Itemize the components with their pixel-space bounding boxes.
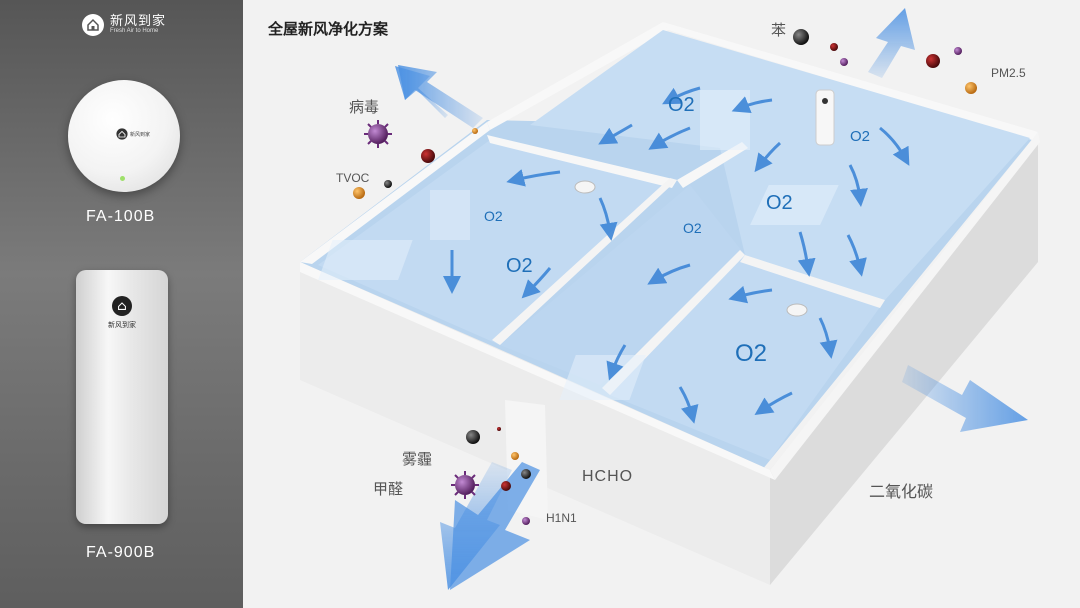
label-smog: 雾霾	[402, 450, 433, 468]
airflow-arrows	[443, 86, 910, 424]
house-icon	[82, 14, 104, 36]
cabinet-purifier-icon	[815, 89, 835, 146]
wall-top-back	[663, 22, 1038, 140]
exhaust-arrow	[902, 365, 1028, 432]
ceiling-unit-image: 新风到家	[68, 80, 180, 192]
particle-icon	[472, 128, 478, 134]
wall-top-left	[300, 122, 490, 264]
virus-icon	[364, 120, 392, 148]
particle-icon	[830, 43, 838, 51]
label-h1n1: H1N1	[546, 511, 577, 525]
wall-top-right	[770, 132, 1040, 480]
oxygen-label: O2	[484, 208, 503, 224]
bedroom-front	[610, 255, 885, 460]
oxygen-label: O2	[506, 255, 533, 277]
model-label-fa900b: FA-900B	[86, 544, 156, 561]
device-brand-label: 新风到家	[130, 131, 151, 138]
device-brand-label: 新风到家	[108, 321, 136, 329]
label-co2: 二氧化碳	[869, 482, 934, 501]
model-label-fa100b: FA-100B	[86, 208, 156, 225]
pollutant-particles	[353, 29, 977, 491]
living-room	[530, 30, 1030, 300]
particle-icon	[521, 469, 531, 479]
front-wall-right	[770, 135, 1038, 585]
particle-icon	[926, 54, 940, 68]
hallway	[500, 185, 745, 385]
partition-wall	[677, 142, 748, 188]
oxygen-label: O2	[850, 128, 871, 145]
particle-icon	[497, 427, 501, 431]
oxygen-label: O2	[735, 340, 768, 367]
oxygen-label: O2	[766, 192, 793, 214]
brand-name: 新风到家	[110, 14, 167, 29]
furniture	[318, 90, 839, 400]
wall-top-back-left	[487, 22, 668, 130]
product-sidebar: 新风到家 Fresh Air to Home 新风到家 FA-100B 新风到家…	[0, 0, 243, 608]
ceiling-unit-icon	[786, 303, 808, 317]
label-pm25: PM2.5	[991, 66, 1026, 80]
brand-tagline: Fresh Air to Home	[110, 28, 159, 34]
ceiling-unit-icon	[574, 180, 596, 194]
smog-particle-icon	[466, 430, 480, 444]
intake-arrow	[440, 462, 540, 590]
particle-icon	[384, 180, 392, 188]
particle-icon	[421, 149, 435, 163]
pm25-particle-icon	[965, 82, 977, 94]
virus-icon	[522, 47, 962, 525]
device-logo-icon: 新风到家	[116, 128, 150, 140]
label-formaldehyde: 甲醛	[373, 480, 404, 498]
particle-icon	[511, 452, 519, 460]
particle-icon	[501, 481, 511, 491]
label-virus: 病毒	[349, 98, 380, 116]
exhaust-arrow	[868, 8, 915, 78]
scene-title: 全屋新风净化方案	[268, 20, 389, 38]
virus-icon	[451, 471, 479, 499]
wall-top-front	[300, 262, 775, 480]
label-hcho: HCHO	[582, 468, 634, 485]
cabinet-unit-image: 新风到家	[76, 270, 168, 524]
status-led	[120, 176, 125, 181]
tvoc-particle-icon	[353, 187, 365, 199]
brand-logo: 新风到家 Fresh Air to Home	[82, 14, 166, 36]
partition-wall	[492, 178, 677, 345]
partition-wall	[487, 135, 677, 188]
benzene-particle-icon	[793, 29, 809, 45]
oxygen-label: O2	[683, 220, 702, 236]
partition-wall	[740, 255, 885, 308]
device-logo-icon	[112, 296, 132, 316]
exhaust-arrow	[395, 65, 483, 128]
oxygen-label: O2	[668, 94, 695, 116]
label-tvoc: TVOC	[336, 171, 370, 185]
label-benzene: 苯	[771, 21, 787, 39]
